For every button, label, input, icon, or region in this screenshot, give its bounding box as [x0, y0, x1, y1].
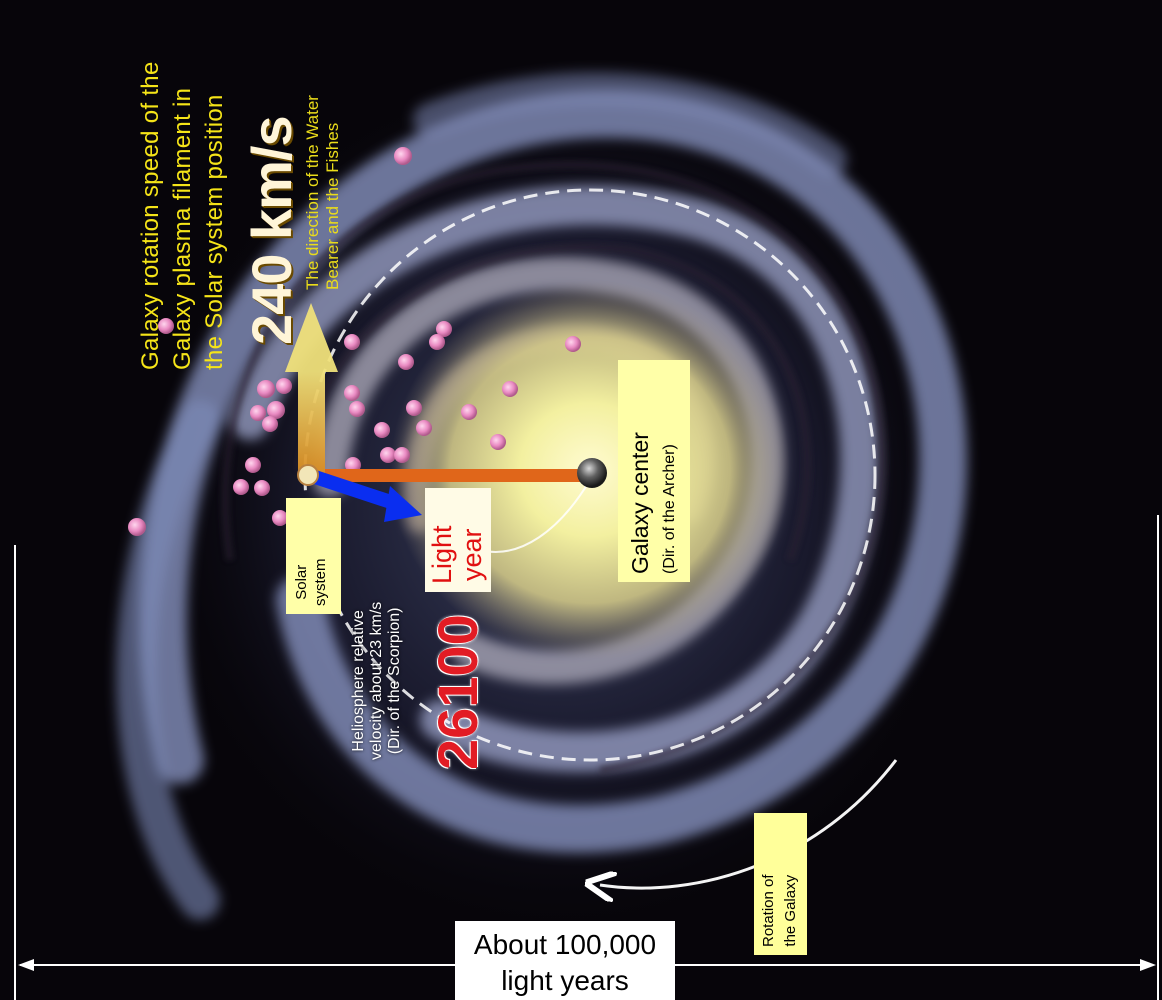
- caption-line: the Solar system position: [201, 94, 228, 370]
- plasma-filament-dots: [128, 147, 581, 536]
- label-line: Solar: [293, 564, 310, 600]
- scale-label-line: About 100,000: [473, 929, 657, 960]
- heliosphere-velocity-arrow: [309, 469, 422, 522]
- rotation-label-box: Rotation of the Galaxy: [754, 813, 807, 955]
- caption-line: Galaxy plasma filament in: [169, 87, 196, 370]
- label-line: the Galaxy: [782, 874, 799, 947]
- distance-value: 26100: [426, 614, 489, 770]
- label-line: Rotation of: [760, 874, 777, 947]
- solar-system-label: Solar system: [292, 558, 330, 606]
- solar-system-dot: [297, 464, 319, 486]
- caption-line: Galaxy rotation speed of the: [137, 61, 164, 370]
- speed-value: 240 km/s: [240, 116, 303, 345]
- galaxy-center-label-box: Galaxy center (Dir. of the Archer): [618, 360, 690, 582]
- caption-line: (Dir. of the Scorpion): [386, 607, 403, 755]
- solar-system-label-box: Solar system: [286, 498, 341, 614]
- rotation-speed-caption: Galaxy rotation speed of the Galaxy plas…: [135, 61, 231, 370]
- scale-label-box: About 100,000 light years: [455, 921, 675, 1000]
- label-line: year: [457, 528, 487, 581]
- distance-bar: [312, 469, 586, 482]
- galaxy-center-subtitle: (Dir. of the Archer): [661, 444, 678, 574]
- label-line: Light: [427, 525, 457, 584]
- solar-orbit-circle: [303, 188, 877, 762]
- light-year-label-box: Light year: [425, 488, 491, 592]
- caption-line: The direction of the Water: [303, 95, 322, 290]
- scale-label-line: light years: [501, 965, 629, 996]
- rotation-speed-arrow: [285, 303, 338, 476]
- caption-line: Heliosphere relative: [350, 610, 367, 752]
- galactic-center-dot: [577, 458, 607, 488]
- light-year-label: Light year: [427, 525, 487, 584]
- galaxy-center-title: Galaxy center: [627, 432, 653, 574]
- scale-bar: [14, 515, 1159, 1000]
- label-line: system: [312, 558, 329, 606]
- rotation-label: Rotation of the Galaxy: [758, 874, 802, 947]
- heliosphere-caption: Heliosphere relative velocity about 23 k…: [350, 602, 404, 760]
- caption-line: Bearer and the Fishes: [323, 122, 342, 290]
- direction-caption: The direction of the Water Bearer and th…: [303, 95, 343, 290]
- orbit-curve: [479, 479, 591, 553]
- caption-line: velocity about 23 km/s: [368, 601, 385, 760]
